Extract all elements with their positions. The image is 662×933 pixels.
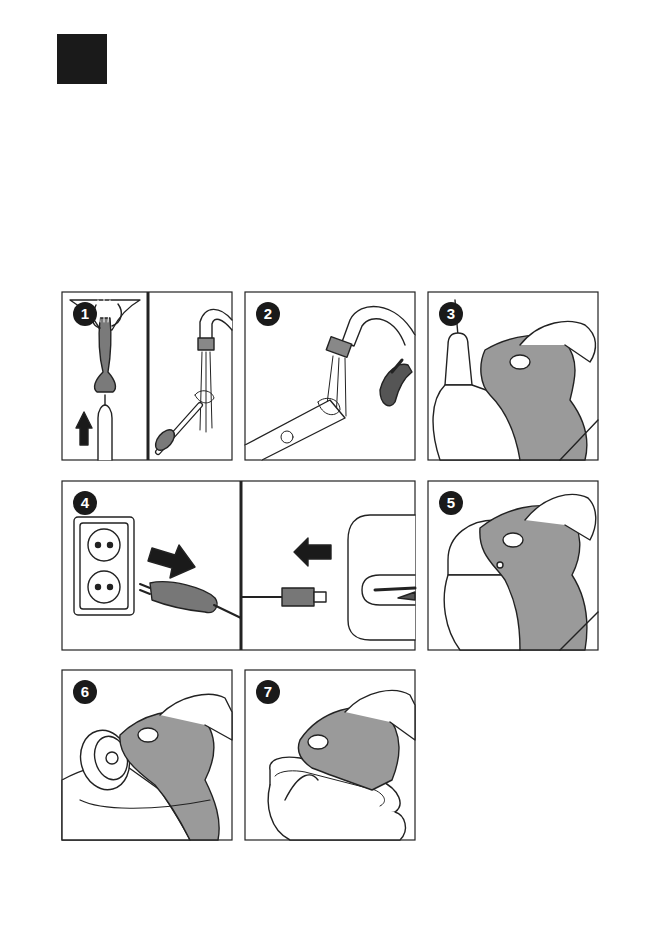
brush-head-removal: [70, 298, 140, 460]
callout-number: 3: [439, 302, 463, 326]
wipe-handle: [433, 300, 598, 460]
unplug-socket: [74, 517, 241, 618]
wipe-charger: [444, 494, 598, 650]
callout-number: 2: [256, 302, 280, 326]
disconnect-charger: [241, 515, 415, 640]
callout-number: 5: [439, 491, 463, 515]
section-mark: [57, 34, 107, 84]
callout-number: 4: [73, 491, 97, 515]
wipe-round-charger: [62, 694, 232, 840]
callout-number: 1: [73, 302, 97, 326]
callout-number: 6: [73, 680, 97, 704]
rinse-brush-head: [152, 309, 232, 453]
rinse-handle: [245, 306, 415, 460]
wipe-travel-case: [268, 691, 415, 840]
callout-number: 7: [256, 680, 280, 704]
panel-frames: [62, 292, 598, 840]
